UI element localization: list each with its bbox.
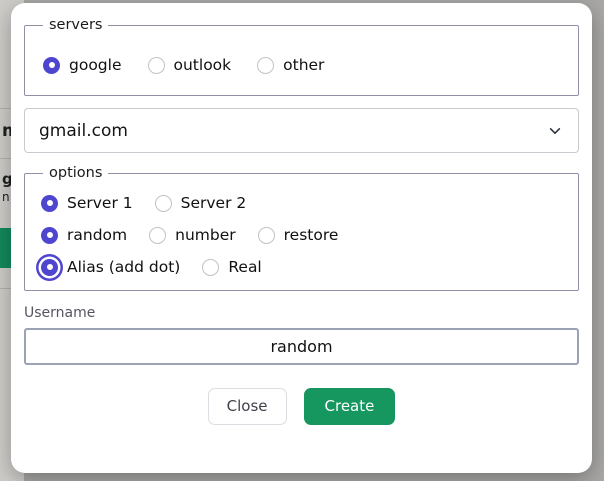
radio-option-real[interactable]: Real: [202, 258, 262, 276]
create-button[interactable]: Create: [303, 388, 396, 425]
radio-label-restore: restore: [283, 226, 339, 244]
options-server-row: Server 1 Server 2: [41, 187, 566, 219]
options-mode-row: random number restore: [41, 219, 566, 251]
radio-label-random: random: [67, 226, 128, 244]
radio-option-other[interactable]: other: [257, 56, 324, 74]
radio-label-other: other: [283, 56, 325, 74]
radio-label-google: google: [69, 56, 122, 74]
radio-option-outlook[interactable]: outlook: [147, 56, 232, 74]
radio-option-google[interactable]: google: [43, 56, 122, 74]
radio-mark-server-1[interactable]: [41, 194, 58, 212]
background-text-line-1: g: [2, 170, 13, 188]
radio-mark-real[interactable]: [202, 258, 220, 276]
radio-label-real: Real: [228, 258, 262, 276]
servers-radio-row: google outlook other: [43, 49, 566, 81]
create-alias-dialog: servers google outlook other: [11, 3, 592, 473]
options-fieldset: options Server 1 Server 2 random: [24, 165, 579, 291]
close-button[interactable]: Close: [207, 388, 287, 425]
username-input[interactable]: [24, 328, 579, 365]
radio-label-server-1: Server 1: [67, 194, 133, 212]
domain-select-value: gmail.com: [39, 120, 128, 141]
radio-option-random[interactable]: random: [41, 226, 127, 244]
options-alias-row: Alias (add dot) Real: [41, 251, 566, 283]
radio-mark-alias-add-dot[interactable]: [41, 258, 58, 276]
servers-fieldset: servers google outlook other: [24, 17, 579, 96]
radio-mark-random[interactable]: [41, 226, 58, 244]
radio-option-restore[interactable]: restore: [257, 226, 339, 244]
domain-select[interactable]: gmail.com: [24, 108, 579, 153]
username-label: Username: [24, 305, 96, 321]
radio-option-alias-add-dot[interactable]: Alias (add dot): [41, 258, 180, 276]
radio-mark-google[interactable]: [43, 56, 60, 74]
background-text-line-2: n: [2, 190, 10, 204]
radio-label-outlook: outlook: [173, 56, 232, 74]
radio-option-server-2[interactable]: Server 2: [154, 194, 247, 212]
chevron-down-icon[interactable]: [548, 124, 562, 138]
radio-mark-outlook[interactable]: [147, 56, 165, 74]
radio-label-server-2: Server 2: [180, 194, 247, 212]
radio-mark-other[interactable]: [257, 56, 275, 74]
servers-legend: servers: [49, 17, 103, 33]
radio-mark-restore[interactable]: [257, 226, 275, 244]
radio-option-server-1[interactable]: Server 1: [41, 194, 133, 212]
radio-label-alias-add-dot: Alias (add dot): [67, 258, 181, 276]
radio-mark-server-2[interactable]: [154, 194, 172, 212]
radio-mark-number[interactable]: [149, 226, 167, 244]
options-legend: options: [49, 165, 103, 181]
radio-label-number: number: [175, 226, 236, 244]
radio-option-number[interactable]: number: [149, 226, 236, 244]
dialog-footer: Close Create: [24, 388, 579, 425]
